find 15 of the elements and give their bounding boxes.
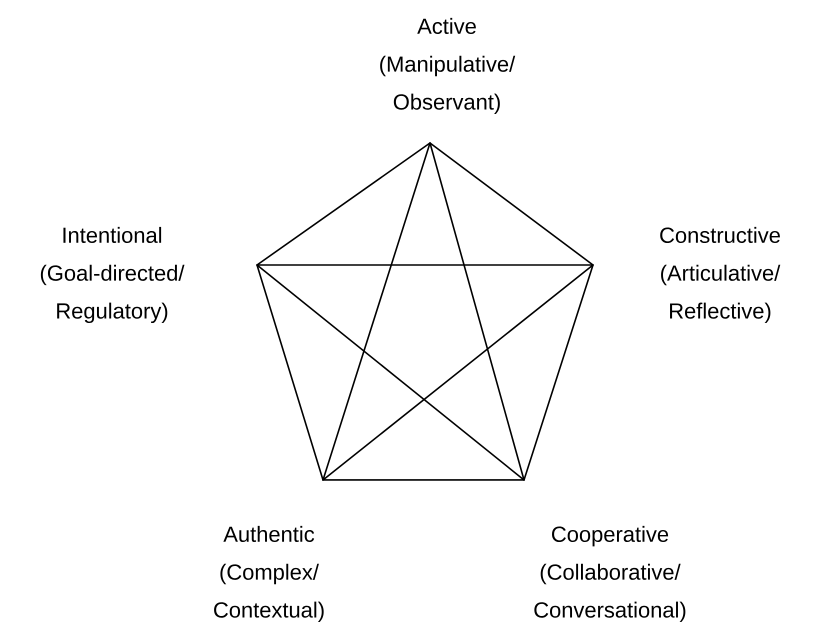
line [322, 479, 525, 481]
line [429, 142, 525, 481]
line [256, 264, 324, 481]
vertex-label: Cooperative (Collaborative/ Conversational) [534, 526, 686, 622]
line [256, 264, 525, 481]
line [322, 264, 594, 481]
vertex-label: Intentional (Goal-directed/ Regulatory) [40, 226, 184, 324]
line [523, 264, 594, 481]
line [256, 264, 594, 266]
vertex-label: Authentic (Complex/ Contextual) [214, 526, 324, 622]
line [322, 142, 431, 481]
vertex-label: Active (Manipulative/ Observant) [380, 18, 516, 114]
vertex-label: Constructive (Articulative/ Reflective) [660, 226, 780, 324]
line [429, 142, 594, 266]
line [256, 142, 431, 266]
